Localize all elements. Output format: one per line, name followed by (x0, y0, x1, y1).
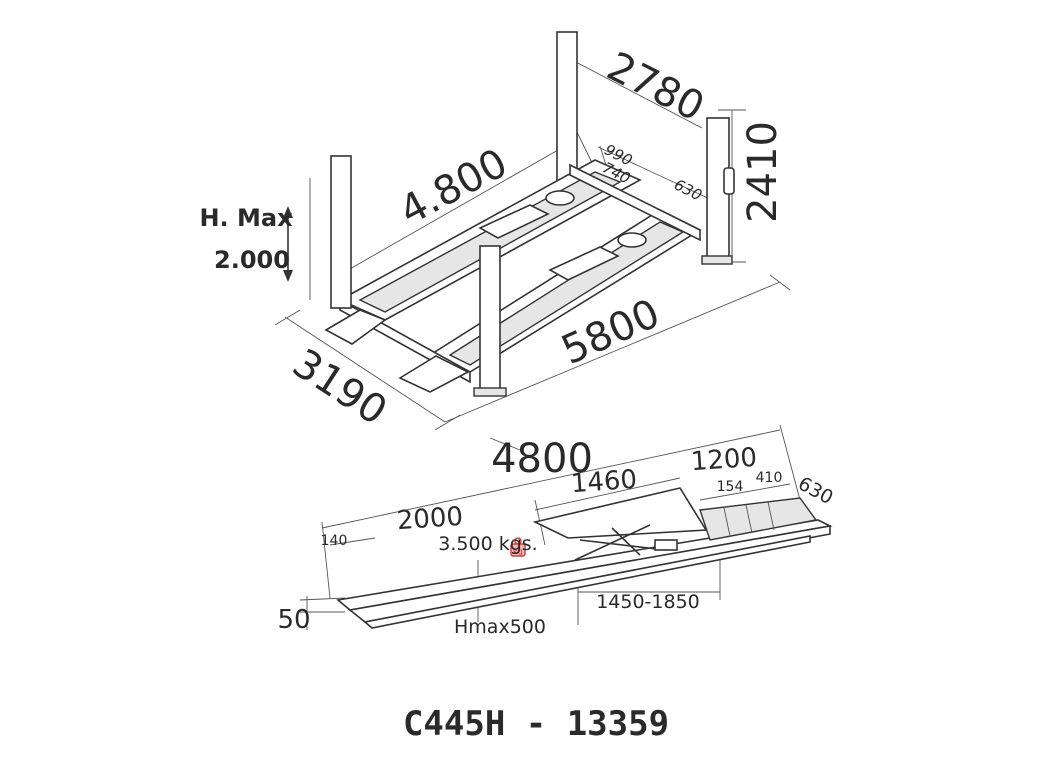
cross-beam-rear (569, 163, 701, 242)
ramp-left (324, 309, 387, 345)
scissor-arm-2 (579, 539, 666, 551)
dim-1200: 1200 (690, 443, 758, 478)
jack-left (478, 204, 550, 239)
dim-4800-total: 4800 (491, 436, 593, 482)
dim-line-630 (597, 146, 726, 207)
model-label: C445H - 13359 (403, 704, 669, 744)
dim-line-4800 (347, 149, 559, 271)
dim-3190: 3190 (284, 340, 394, 434)
dim-line-2780 (571, 59, 703, 129)
perspective-view: 2780 2410 4.800 990 740 630 H. Max 2.000… (199, 31, 791, 482)
side-jack-plate (532, 487, 708, 539)
dim-154: 154 (717, 479, 744, 495)
side-view: kg 1200 1460 154 410 630 2000 140 3.500 … (277, 424, 837, 638)
turntable-right (617, 232, 647, 248)
capacity-label: 3.500 kgs. (438, 533, 537, 555)
post-front-left (330, 155, 352, 309)
post-rear-left (556, 31, 578, 183)
control-box (723, 167, 735, 195)
dim-1450-1850: 1450-1850 (596, 591, 700, 613)
ramp-right (398, 355, 470, 393)
dim-140: 140 (321, 533, 348, 549)
dim-line-5800 (444, 281, 781, 423)
dim-50: 50 (277, 605, 310, 635)
scissor-arm-1 (574, 524, 651, 561)
dim-410: 410 (756, 470, 783, 486)
dim-2000: 2000 (396, 502, 464, 537)
weight-icon-text: kg (513, 547, 523, 556)
dim-630-top: 630 (671, 175, 705, 204)
dim-2780: 2780 (600, 44, 712, 131)
turntable-left (545, 190, 575, 206)
dim-2410: 2410 (740, 121, 786, 223)
jack-right (548, 246, 620, 281)
post-front-right (479, 245, 501, 395)
hmax-value: 2.000 (214, 246, 290, 274)
dim-line-3190 (284, 316, 446, 423)
hmax-label: H. Max (199, 204, 293, 232)
dim-line-total (321, 429, 781, 529)
dim-1460: 1460 (570, 465, 638, 500)
hmax-500-label: Hmax500 (454, 616, 546, 638)
